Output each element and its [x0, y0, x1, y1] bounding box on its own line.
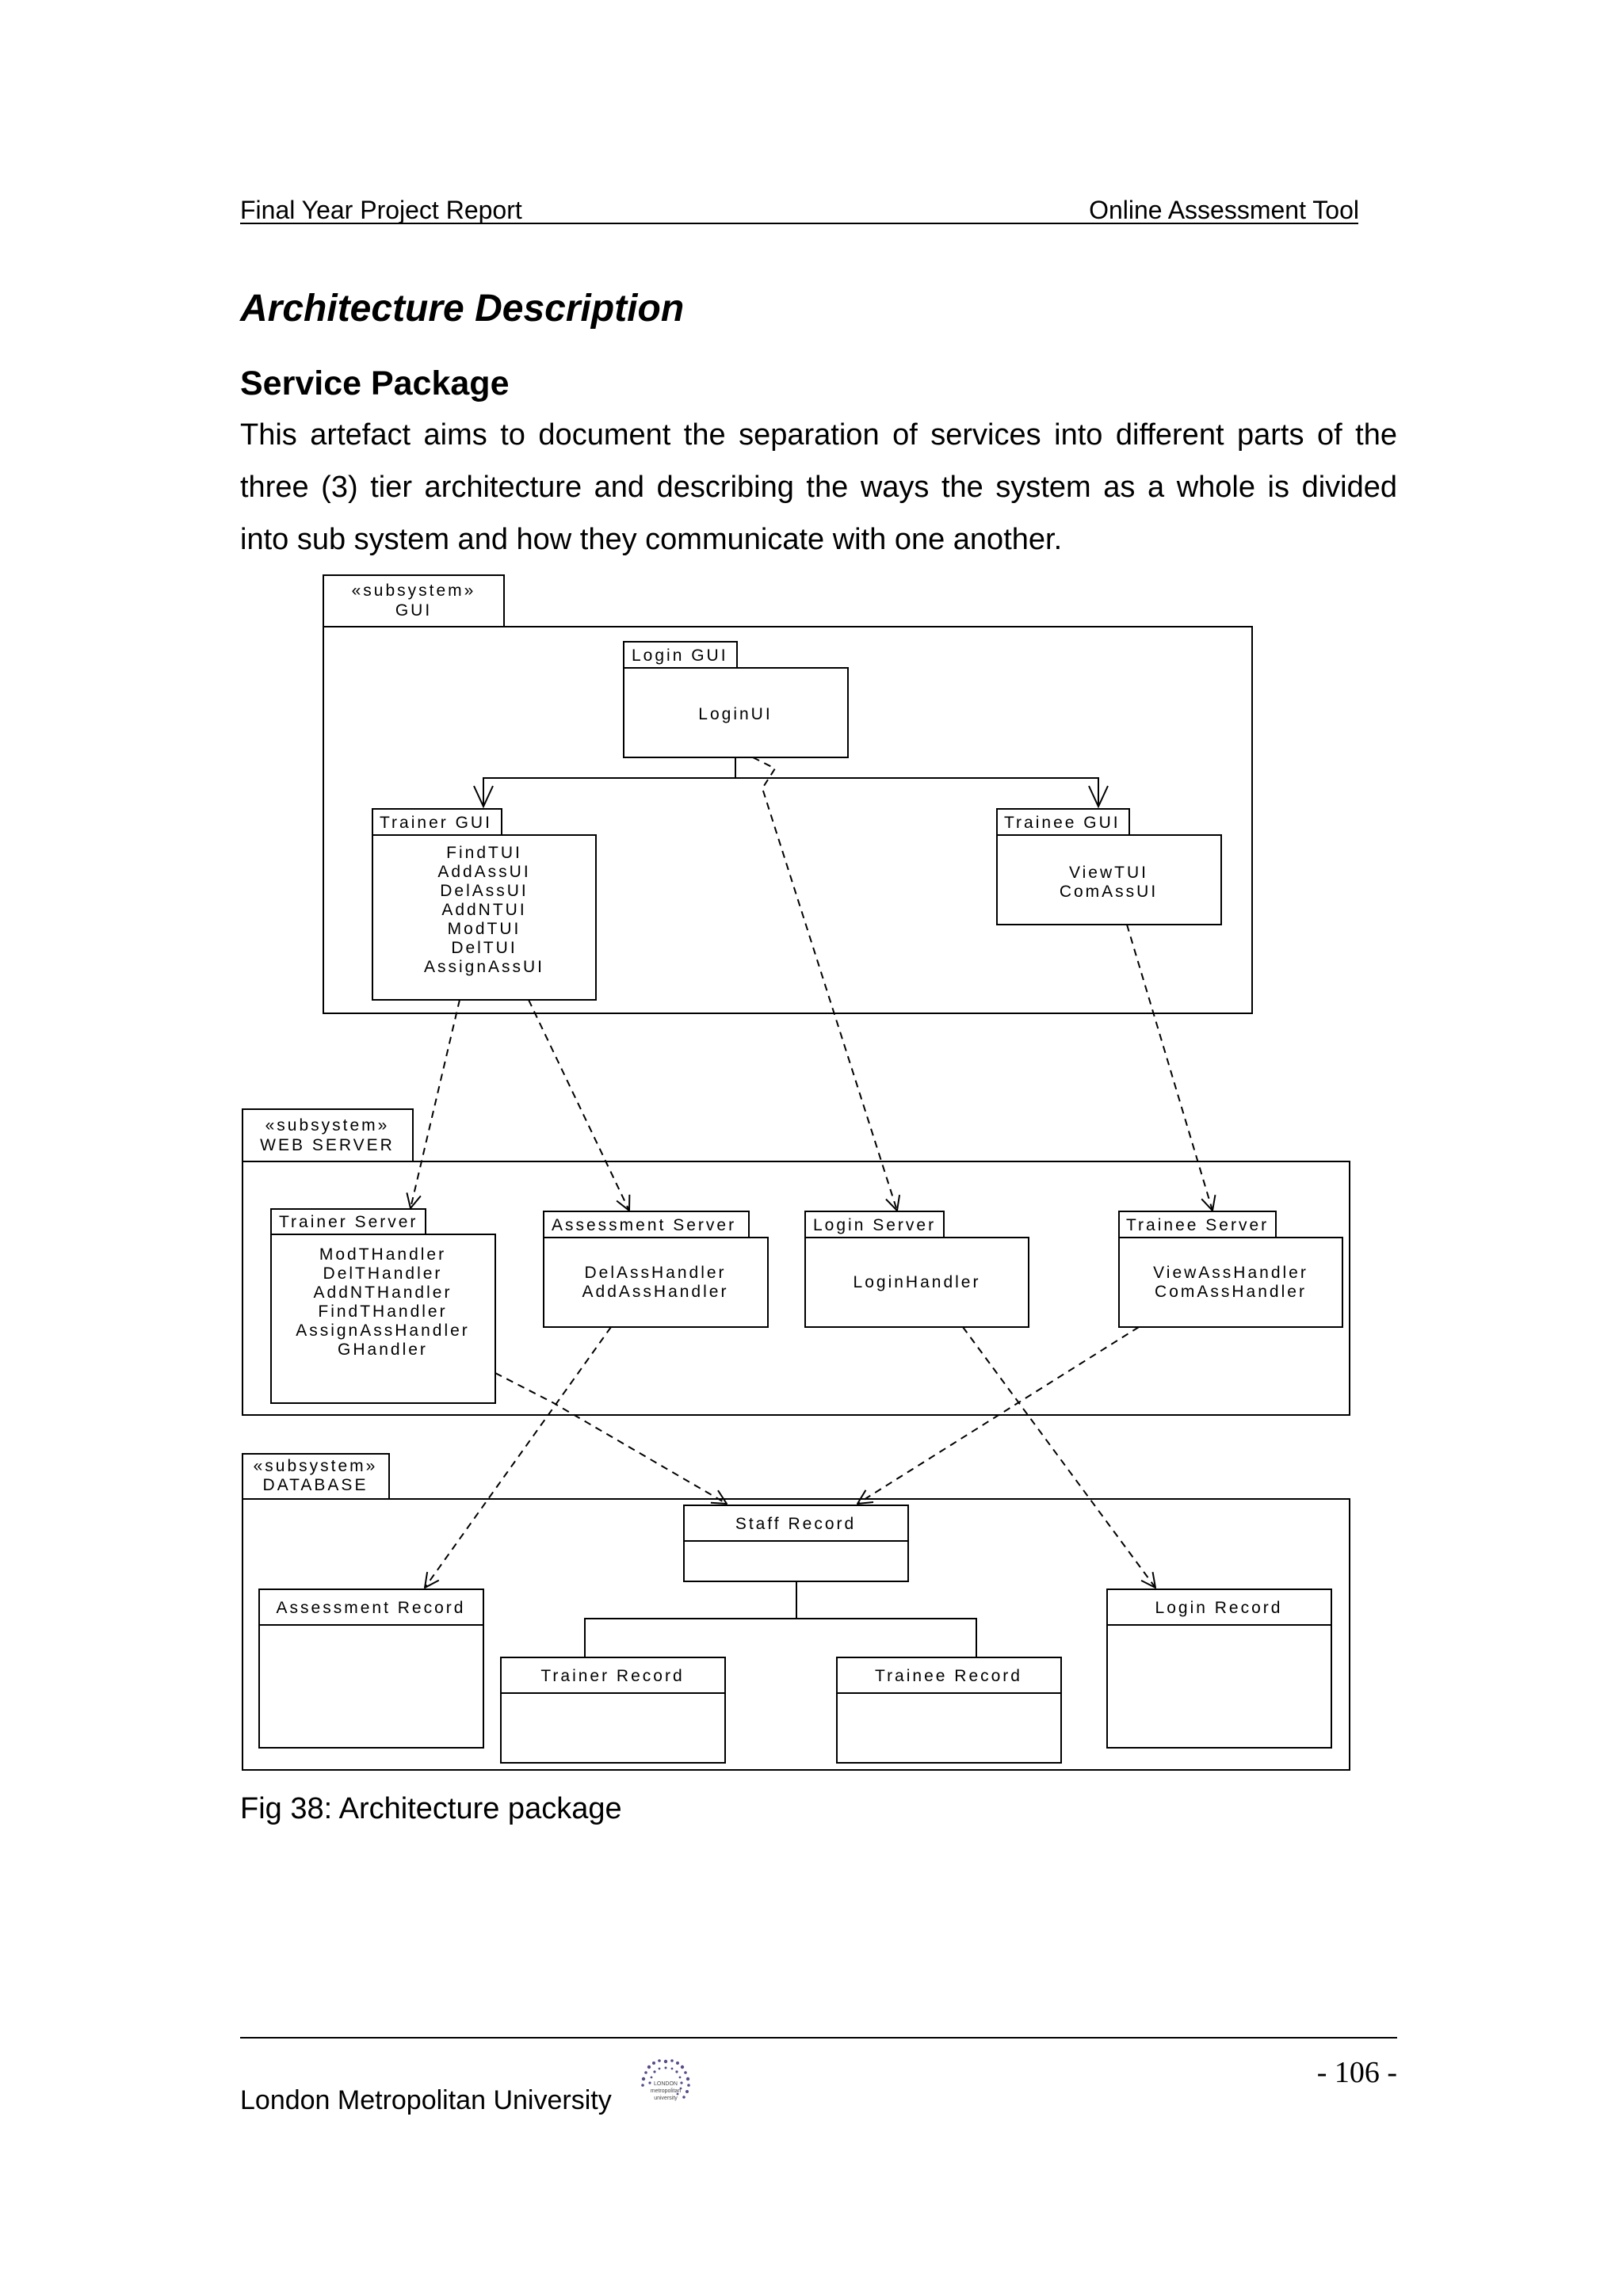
trainer-server-item: AddNTHandler [314, 1283, 453, 1302]
web-server-stereotype: «subsystem» [265, 1116, 390, 1135]
assessment-server-item: AddAssHandler [582, 1283, 729, 1301]
trainer-server-item: AssignAssHandler [296, 1322, 470, 1340]
trainee-record-label: Trainee Record [875, 1667, 1022, 1685]
database-stereotype: «subsystem» [254, 1457, 378, 1475]
footer-rule [240, 2037, 1397, 2039]
trainer-server-item: ModTHandler [319, 1245, 446, 1264]
gui-name: GUI [395, 601, 432, 620]
footer-university: London Metropolitan University [240, 2085, 612, 2115]
figure-caption: Fig 38: Architecture package [240, 1792, 622, 1825]
trainee-server-label: Trainee Server [1126, 1216, 1269, 1234]
trainer-record-label: Trainer Record [540, 1667, 684, 1685]
page-number: - 106 - [1316, 2056, 1397, 2089]
web-server-name: WEB SERVER [260, 1136, 395, 1154]
header-rule [240, 223, 1358, 224]
login-server-label: Login Server [813, 1216, 936, 1234]
assessment-server-item: DelAssHandler [584, 1264, 726, 1282]
trainer-gui-item: DelTUI [451, 939, 517, 957]
trainer-gui-item: DelAssUI [440, 882, 529, 900]
login-record-label: Login Record [1155, 1599, 1283, 1617]
trainer-gui-item: AddNTUI [441, 901, 526, 919]
university-logo-icon: LONDON metropolitan university [641, 2059, 690, 2101]
trainee-gui-item: ComAssUI [1060, 883, 1158, 901]
trainee-server-item: ComAssHandler [1155, 1283, 1307, 1301]
subsystem-web-server [242, 1108, 1350, 1416]
logo-line: LONDON [654, 2081, 678, 2087]
trainer-server-item: DelTHandler [323, 1264, 443, 1283]
header-right: Online Assessment Tool [1089, 196, 1359, 224]
section-heading: Service Package [240, 364, 510, 402]
login-gui-label: Login GUI [632, 646, 728, 665]
staff-record-label: Staff Record [735, 1515, 856, 1533]
assessment-record-label: Assessment Record [277, 1599, 466, 1617]
trainee-server-item: ViewAssHandler [1153, 1264, 1308, 1282]
trainer-server-item: GHandler [338, 1341, 428, 1359]
logo-line: university [654, 2096, 678, 2101]
assessment-server-label: Assessment Server [552, 1216, 736, 1234]
intro-paragraph: This artefact aims to document the separ… [240, 418, 1397, 556]
gui-stereotype: «subsystem» [352, 582, 476, 600]
logo-line: metropolitan [651, 2088, 682, 2094]
page-title: Architecture Description [240, 288, 685, 330]
trainer-gui-label: Trainer GUI [380, 814, 492, 832]
trainer-gui-item: AddAssUI [437, 863, 530, 881]
trainer-gui-item: FindTUI [446, 844, 522, 862]
subsystem-database [242, 1453, 1350, 1771]
trainee-gui-item: ViewTUI [1069, 864, 1148, 882]
header-left: Final Year Project Report [240, 196, 522, 224]
trainer-server-item: FindTHandler [318, 1302, 447, 1321]
trainer-gui-item: ModTUI [448, 920, 521, 938]
trainer-server-label: Trainer Server [279, 1213, 418, 1231]
login-gui-item: LoginUI [698, 705, 772, 723]
trainee-gui-label: Trainee GUI [1004, 814, 1121, 832]
subsystem-gui [323, 574, 1253, 1014]
database-name: DATABASE [263, 1476, 369, 1494]
trainer-gui-item: AssignAssUI [424, 958, 544, 976]
login-server-item: LoginHandler [854, 1273, 981, 1291]
